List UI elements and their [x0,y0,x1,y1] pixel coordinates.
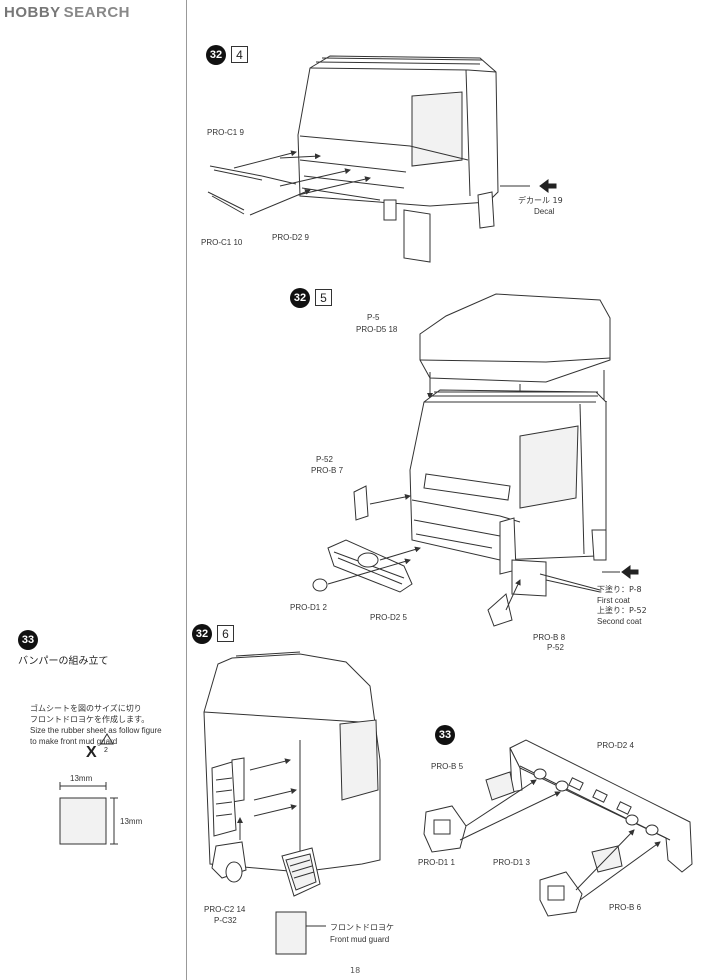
label-pro-b7: PRO-B 7 [311,466,343,476]
note-en-line2: to make front mud guard [30,737,118,746]
label-pro-d2: PRO-D2 9 [272,233,309,243]
paint-number: 8 [636,585,642,594]
quantity-number: 2 [104,747,108,754]
label-first-coat-en: First coat [597,596,630,605]
label-pro-c1-bottom: PRO-C1 10 [201,238,242,248]
substep-box-5: 5 [315,289,332,306]
part-code: PRO-C2 [204,905,235,914]
quantity-mark: X [86,744,97,762]
part-code: PRO-D2 [597,741,628,750]
part-number: 9 [304,233,309,242]
step-number-32: 32 [290,288,310,308]
decal-jp-text: デカール [518,196,550,205]
part-code: PRO-D2 [272,233,303,242]
step-number-32: 32 [206,45,226,65]
step-number-33: 33 [18,630,38,650]
paint-code: P- [316,455,324,464]
rubber-sheet-diagram [59,733,118,845]
label-decal-en: Decal [534,207,555,216]
label-p52: P-52 [316,455,333,465]
part-code: PRO-B [609,903,635,912]
watermark-brand: HOBBY [4,4,61,21]
page-number: 18 [350,966,361,975]
decal-number: 19 [552,196,563,205]
label-pro-d1-3: PRO-D1 3 [493,858,530,868]
paint-code: P-C [214,916,228,925]
label-second-coat-jp: 上塗り：P-52 [597,605,647,616]
bumper-drawing [423,739,693,917]
paint-number: 5 [375,313,380,322]
label-pro-c1-top: PRO-C1 9 [207,128,244,138]
step-number-32: 32 [192,624,212,644]
part-code: PRO-D1 [493,858,524,867]
label-second-coat-en: Second coat [597,617,642,626]
part-code: PRO-D5 [356,325,387,334]
dimension-width: 13mm [70,774,93,783]
substep-box-6: 6 [217,625,234,642]
second-coat-jp-text: 上塗り：P- [597,606,637,615]
part-number: 14 [236,905,246,914]
label-mud-guard-jp: フロントドロヨケ [330,923,394,932]
part-code: PRO-B [533,633,559,642]
label-pc32: P-C32 [214,916,237,926]
section-title: バンパーの組み立て [18,656,109,667]
part-code: PRO-D2 [370,613,401,622]
x-mark: X [86,744,97,761]
label-pro-d1: PRO-D1 2 [290,603,327,613]
label-pro-c2: PRO-C2 14 [204,905,245,915]
part-code: PRO-C1 [201,238,232,247]
part-number: 10 [233,238,243,247]
step-number-33: 33 [435,725,455,745]
note-jp-line1: ゴムシートを図のサイズに切り [30,704,142,713]
cab-drawing-step5 [312,293,639,627]
label-pro-d2: PRO-D2 4 [597,741,634,751]
note-en-line1: Size the rubber sheet as follow figure [30,726,162,735]
label-pro-b8: PRO-B 8 [533,633,565,643]
part-number: 5 [402,613,407,622]
label-p5: P-5 [367,313,379,323]
part-number: 18 [388,325,398,334]
paint-code: P- [367,313,375,322]
watermark: HOBBY SEARCH [4,4,130,21]
part-number: 4 [629,741,634,750]
first-coat-jp-text: 下塗り：P- [597,585,637,594]
cab-drawing-step4 [207,55,557,263]
label-pro-d1-1: PRO-D1 1 [418,858,455,868]
paint-code: P- [547,643,555,652]
part-number: 5 [458,762,464,771]
part-code: PRO-D1 [290,603,321,612]
part-number: 3 [525,858,530,867]
label-mud-guard-en: Front mud guard [330,935,390,944]
part-code: PRO-B [311,466,337,475]
label-pro-b6: PRO-B 6 [609,903,641,913]
part-number: 8 [560,633,566,642]
part-number: 2 [322,603,327,612]
note-jp-line2: フロントドロヨケを作成します。 [30,715,150,724]
part-code: PRO-C1 [207,128,238,137]
part-number: 6 [636,903,642,912]
dimension-height: 13mm [120,817,143,826]
substep-box-4: 4 [231,46,248,63]
part-code: PRO-D1 [418,858,449,867]
label-decal-jp: デカール 19 [518,195,563,206]
paint-number: 52 [324,455,333,464]
label-first-coat-jp: 下塗り：P-8 [597,584,642,595]
label-pro-d2: PRO-D2 5 [370,613,407,623]
paint-number: 52 [636,606,647,615]
part-number: 1 [450,858,455,867]
label-p52b: P-52 [547,643,564,653]
watermark-product: SEARCH [63,4,131,21]
cab-drawing-step6 [203,651,381,955]
label-pro-d5: PRO-D5 18 [356,325,397,335]
part-code: PRO-B [431,762,457,771]
part-number: 9 [239,128,244,137]
label-pro-b5: PRO-B 5 [431,762,463,772]
paint-number: 32 [227,916,237,925]
column-divider [186,0,187,980]
paint-number: 52 [555,643,564,652]
part-number: 7 [338,466,344,475]
